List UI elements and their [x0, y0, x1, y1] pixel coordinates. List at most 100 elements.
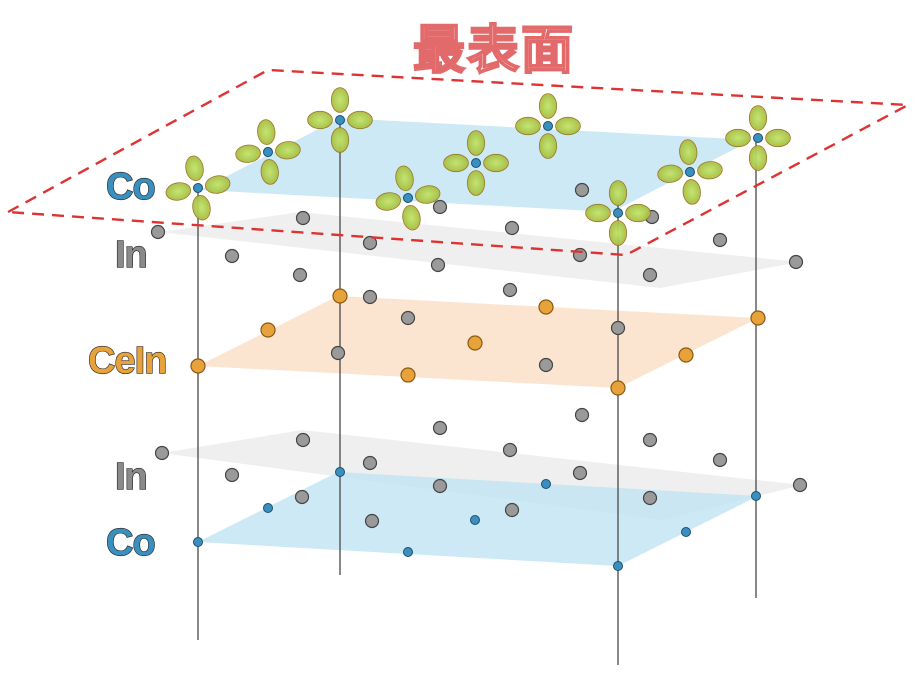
in-bottom-label: In	[114, 455, 148, 498]
orbital-lobe	[682, 179, 701, 205]
orbital-lobe	[466, 130, 486, 156]
orbital-lobe	[538, 93, 558, 119]
in-atom	[642, 490, 658, 506]
co-atom	[193, 537, 203, 547]
orbital-lobe	[585, 203, 611, 223]
d-orbital-lobe-icon	[585, 180, 651, 246]
co-top-label: Co	[105, 165, 156, 208]
orbital-lobe	[625, 203, 651, 223]
in-atom	[362, 455, 378, 471]
surface-outline	[3, 68, 913, 257]
surface-title: 最表面	[412, 20, 576, 82]
in-atom	[642, 267, 658, 283]
in-atom	[294, 489, 310, 505]
co-atom	[335, 467, 345, 477]
in-atom	[150, 224, 166, 240]
cein-atom	[400, 367, 416, 383]
orbital-lobe	[414, 185, 441, 204]
cein-atom	[750, 310, 766, 326]
orbital-lobe	[375, 192, 402, 211]
cein-label: CeIn	[87, 339, 168, 382]
in-atom	[295, 432, 311, 448]
orbital-lobe	[466, 170, 486, 196]
orbital-lobe	[538, 133, 558, 159]
orbital-lobe	[725, 128, 751, 148]
orbital-lobe	[402, 204, 421, 231]
cein-atom	[610, 380, 626, 396]
co-atom	[470, 515, 480, 525]
orbital-lobe	[657, 164, 683, 183]
co-atom	[403, 547, 413, 557]
co-atom	[193, 183, 203, 193]
d-orbital-lobe-icon	[515, 93, 581, 159]
orbital-lobe	[185, 155, 204, 182]
orbital-lobe	[608, 180, 628, 206]
co-atom	[263, 503, 273, 513]
in-atom	[295, 210, 311, 226]
d-orbital-lobe-icon	[307, 87, 373, 153]
cein-atom	[678, 347, 694, 363]
in-atom	[574, 182, 590, 198]
d-orbital-lobe-icon	[657, 139, 723, 205]
co-atom	[751, 491, 761, 501]
orbital-lobe	[443, 153, 469, 173]
orbital-lobe	[748, 105, 768, 131]
in-atom	[292, 267, 308, 283]
in-atom	[788, 254, 804, 270]
orbital-lobe	[697, 161, 723, 180]
in-top-label: In	[114, 233, 148, 276]
in-atom	[502, 442, 518, 458]
in-atom	[502, 282, 518, 298]
orbital-lobe	[765, 128, 791, 148]
cein-atom	[260, 322, 276, 338]
in-atom	[362, 235, 378, 251]
in-atom	[504, 502, 520, 518]
cein-atom	[538, 299, 554, 315]
orbital-lobe	[515, 116, 541, 136]
cein-atom	[332, 288, 348, 304]
in-atom	[538, 357, 554, 373]
co-atom	[471, 158, 481, 168]
d-orbital-lobe-icon	[443, 130, 509, 196]
orbital-lobe	[257, 119, 276, 145]
co-atom	[681, 527, 691, 537]
orbital-lobe	[192, 194, 211, 221]
in-atom	[792, 477, 808, 493]
in-atom	[610, 320, 626, 336]
d-orbital-lobe-icon	[725, 105, 791, 171]
in-atom	[224, 248, 240, 264]
in-atom	[364, 513, 380, 529]
in-atom	[574, 407, 590, 423]
co-atom	[543, 121, 553, 131]
cein-atom	[190, 358, 206, 374]
in-atom	[400, 310, 416, 326]
orbital-lobe	[608, 220, 628, 246]
in-atom	[432, 199, 448, 215]
orbital-lobe	[555, 116, 581, 136]
d-orbital-lobe-icon	[375, 165, 441, 231]
orbital-lobe	[330, 87, 350, 113]
d-orbital-lobe-icon	[165, 155, 231, 221]
orbital-lobe	[679, 139, 698, 165]
in-atom	[504, 220, 520, 236]
co-atom	[541, 479, 551, 489]
in-atom	[712, 232, 728, 248]
in-atom	[642, 432, 658, 448]
in-atom	[224, 467, 240, 483]
co-atom	[403, 193, 413, 203]
in-top-plane	[160, 212, 800, 288]
orbital-lobe	[347, 110, 373, 130]
in-atom	[362, 289, 378, 305]
orbital-lobe	[330, 127, 350, 153]
in-atom	[432, 478, 448, 494]
orbital-lobe	[235, 144, 261, 163]
orbital-lobe	[483, 153, 509, 173]
in-atom	[712, 452, 728, 468]
orbital-lobe	[275, 141, 301, 160]
in-atom	[432, 420, 448, 436]
co-atom	[685, 167, 695, 177]
co-bottom-label: Co	[105, 521, 156, 564]
orbital-lobe	[260, 159, 279, 185]
